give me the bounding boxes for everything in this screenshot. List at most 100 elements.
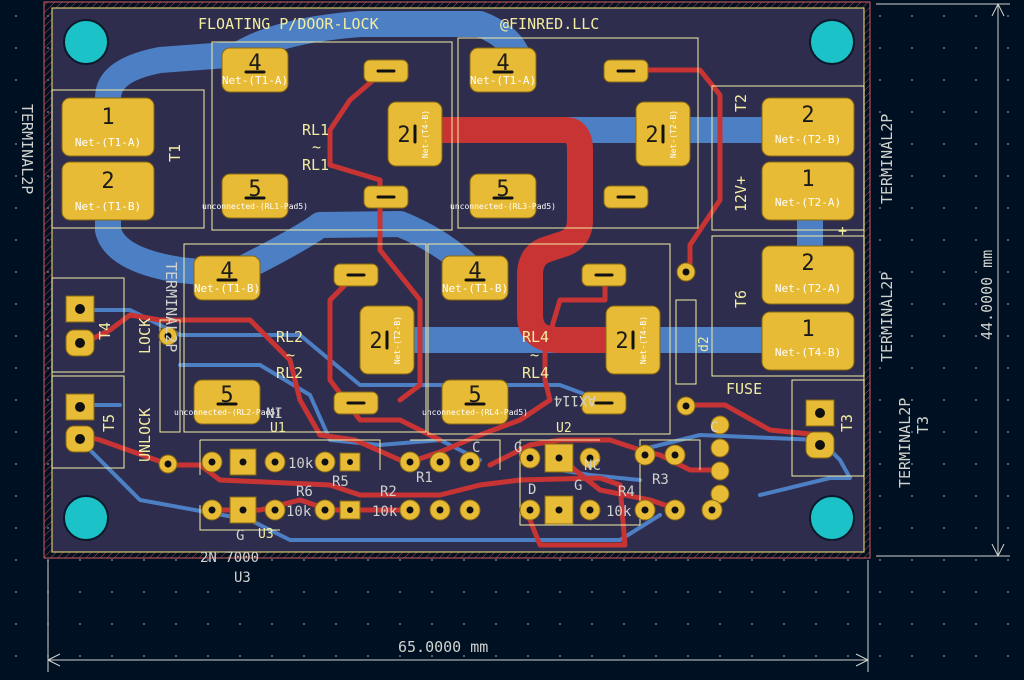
back-trace-signal-1 <box>78 308 602 402</box>
mounting-hole-br <box>809 495 855 541</box>
pad-rl4-5[interactable]: 5 unconnected-(RL4-Pad5) <box>422 379 528 425</box>
mounting-hole-tl <box>63 19 109 65</box>
through-hole-pads[interactable] <box>158 262 730 525</box>
r1-label: R1 <box>416 470 433 486</box>
pad-net-label: Net-(T2-B) <box>775 133 841 146</box>
terminal2p-right-mid: TERMINAL2P <box>878 272 896 362</box>
terminal2p-right-top: TERMINAL2P <box>878 114 896 204</box>
rl4-outline <box>427 243 671 435</box>
t6-label: T6 <box>732 290 750 308</box>
pad-number: 2 <box>397 123 410 148</box>
terminal2p-right-bottom: TERMINAL2P <box>896 398 914 488</box>
front-trace-unlock <box>77 432 628 548</box>
pad-rl2-5[interactable]: 5 unconnected-(RL2-Pad5) <box>174 379 280 425</box>
pad-net-label: Net-(T1-B) <box>194 282 260 295</box>
pad-number: 5 <box>248 177 261 202</box>
pad-rl3-4[interactable]: 4 Net-(T1-A) <box>469 47 537 93</box>
pad-net-label: Net-(T1-B) <box>442 282 508 295</box>
t1-outline <box>51 89 205 229</box>
mounting-hole-bl <box>63 495 109 541</box>
pad-rl1-5[interactable]: 5 unconnected-(RL1-Pad5) <box>202 173 308 219</box>
pad-net-label: unconnected-(RL3-Pad5) <box>450 202 556 211</box>
u3-silk-label: U3 <box>258 527 274 542</box>
pad-number: 4 <box>468 259 481 284</box>
unlock-label: UNLOCK <box>136 408 154 462</box>
pad-t1-1[interactable]: 1 Net-(T1-A) <box>61 97 155 157</box>
d-label: D <box>528 482 536 498</box>
r-outline <box>159 319 181 433</box>
pad-rl4-4[interactable]: 4 Net-(T1-B) <box>441 255 509 301</box>
ni-label: NI <box>266 406 283 422</box>
u2-label: U2 <box>556 421 572 436</box>
silkscreen-text: FLOATING P/DOOR-LOCK @FINRED.LLC RL1 ~ R… <box>96 15 856 542</box>
d2-label: d2 <box>697 336 712 352</box>
large-pad-slots <box>216 70 665 406</box>
pad-net-label: Net-(T2-A) <box>775 196 841 209</box>
terminal-pad-holes <box>75 304 825 450</box>
rl1-value: RL1 <box>302 156 329 174</box>
front-trace-u2 <box>487 437 723 473</box>
pad-net-label: Net-(T1-A) <box>470 74 536 87</box>
company-label: @FINRED.LLC <box>500 15 599 33</box>
r4-label: R4 <box>618 484 635 500</box>
t1-label: T1 <box>166 144 184 162</box>
pad-number: 1 <box>801 317 814 342</box>
pad-number: 2 <box>615 329 628 354</box>
pad-t2-2[interactable]: 2 Net-(T2-B) <box>761 97 855 157</box>
pad-t1-2[interactable]: 2 Net-(T1-B) <box>61 161 155 221</box>
r6-value: 10k <box>286 504 312 520</box>
rl1-ref: RL1 <box>302 121 329 139</box>
pad-net-label: Net-(T1-B) <box>75 200 141 213</box>
c-label-2: C <box>472 440 480 456</box>
mounting-holes <box>63 19 855 541</box>
fuse-label: FUSE <box>726 380 762 398</box>
pad-net-label: Net-(T4-B) <box>421 110 430 158</box>
pad-number: 1 <box>101 105 114 130</box>
large-pads[interactable]: 1 Net-(T1-A) 2 Net-(T1-B) 2 Net-(T2-B) 1… <box>61 47 855 425</box>
t3-label: T3 <box>838 414 856 432</box>
pad-number: 4 <box>220 259 233 284</box>
board-title: FLOATING P/DOOR-LOCK <box>198 15 379 33</box>
back-trace-signal-4 <box>638 433 852 497</box>
plus-sign: + <box>838 222 847 240</box>
r4-value: 10k <box>606 504 632 520</box>
pad-number: 5 <box>496 177 509 202</box>
rl3-outline <box>457 37 699 229</box>
rl2-outline <box>183 243 427 433</box>
t3-outline <box>791 379 865 477</box>
pad-number: 2 <box>645 123 658 148</box>
pad-t6-2[interactable]: 2 Net-(T2-A) <box>761 245 855 305</box>
pad-number: 5 <box>468 383 481 408</box>
rl1-tilde: ~ <box>312 138 321 156</box>
g-label-2: G <box>574 478 582 494</box>
height-dimension: 44.0000 mm <box>978 250 996 340</box>
rl4-value: RL4 <box>522 364 549 382</box>
t5-outline <box>51 375 125 469</box>
pad-rl1-4[interactable]: 4 Net-(T1-A) <box>221 47 289 93</box>
d2-outline <box>675 299 697 385</box>
pad-net-label: Net-(T2-A) <box>775 282 841 295</box>
pad-rl2-4[interactable]: 4 Net-(T1-B) <box>193 255 261 301</box>
rl1-outline <box>211 41 453 231</box>
lock-label: LOCK <box>136 318 154 354</box>
rl2-tilde: ~ <box>286 346 295 364</box>
tht-holes <box>164 268 716 514</box>
pad-net-label: unconnected-(RL4-Pad5) <box>422 408 528 417</box>
pad-t2-1[interactable]: 1 Net-(T2-A) <box>761 161 855 221</box>
front-trace-power-bus <box>407 117 638 353</box>
silkscreen-outlines <box>51 37 865 531</box>
rl4-ref: RL4 <box>522 328 549 346</box>
pad-rl3-5[interactable]: 5 unconnected-(RL3-Pad5) <box>450 173 556 219</box>
pad-number: 5 <box>220 383 233 408</box>
back-trace-t1a-loop <box>95 11 533 141</box>
u1-label: U1 <box>270 421 286 436</box>
r5-label: R5 <box>332 474 349 490</box>
r3-label: R3 <box>652 472 669 488</box>
front-trace-rl3-coil <box>622 67 723 275</box>
pad-number: 4 <box>496 51 509 76</box>
pad-t6-1[interactable]: 1 Net-(T4-B) <box>761 311 855 371</box>
pad-number: 1 <box>801 167 814 192</box>
front-trace-rl1-coil <box>327 67 423 403</box>
pad-net-label: Net-(T4-B) <box>639 316 648 364</box>
